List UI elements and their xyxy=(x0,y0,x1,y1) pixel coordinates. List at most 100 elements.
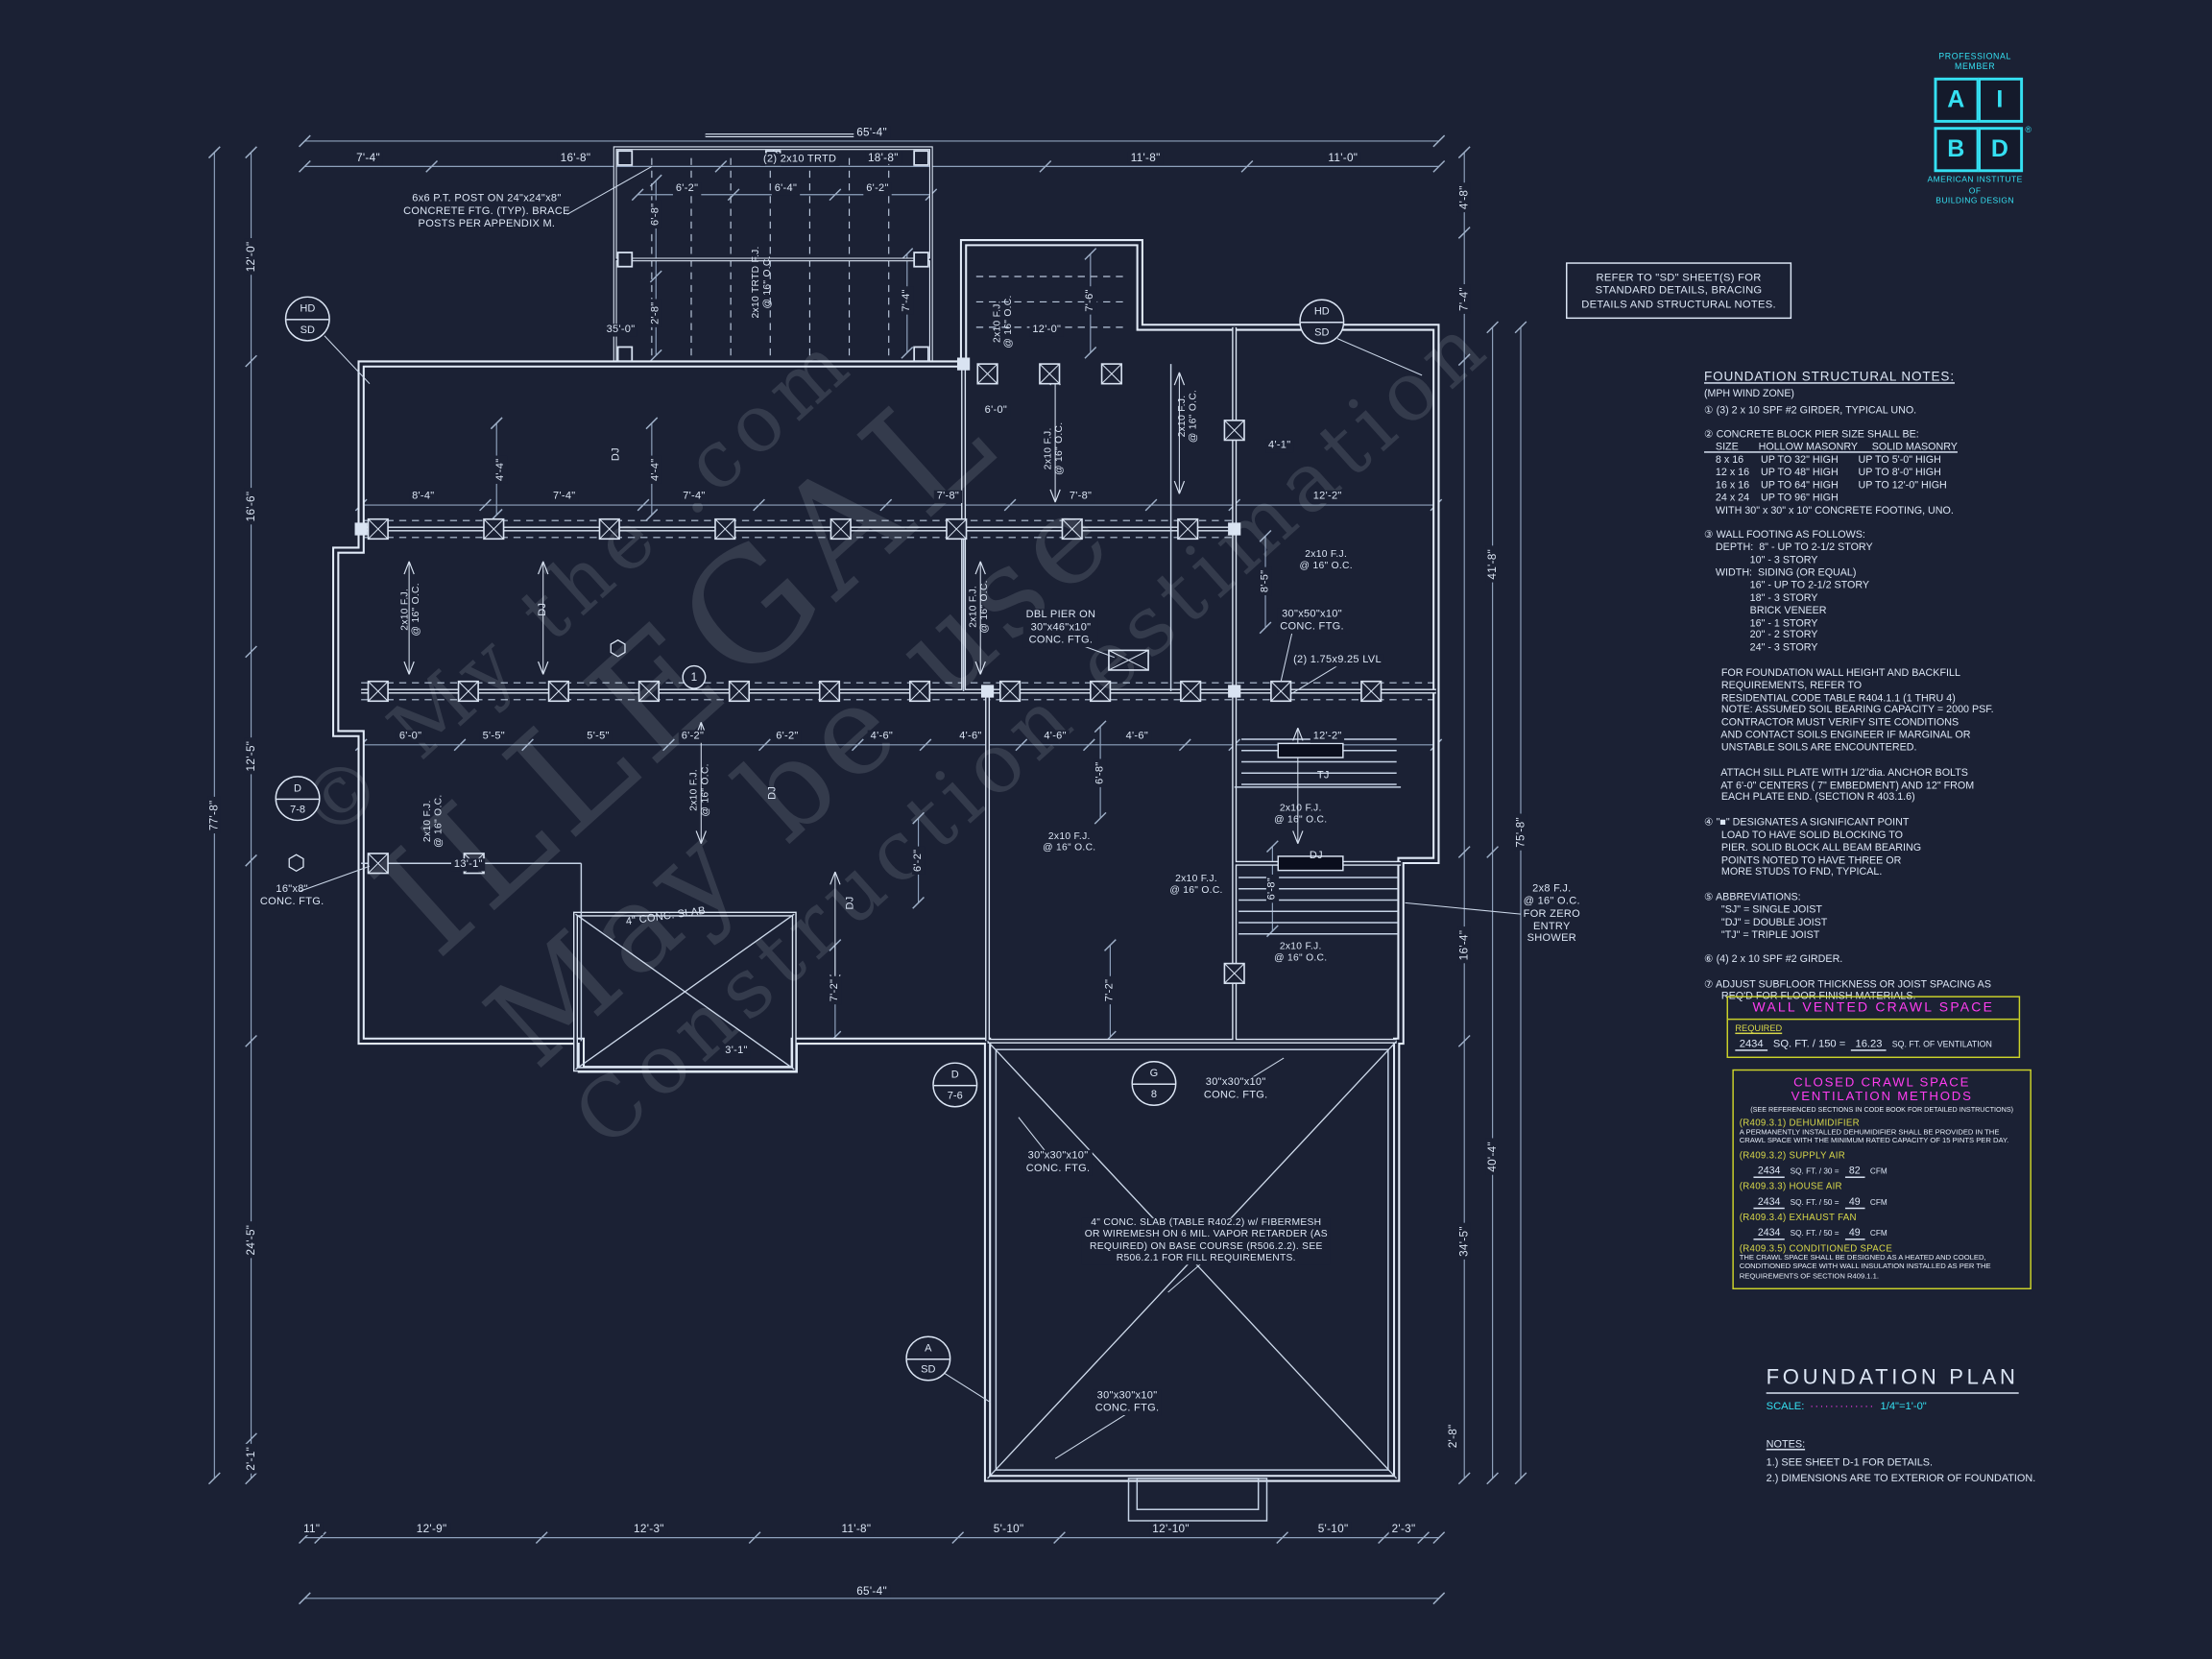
structural-note-line: BRICK VENEER xyxy=(1704,603,1827,616)
plan-label: 2x10 F.J. @ 16" O.C. xyxy=(422,794,445,848)
refer-line: STANDARD DETAILS, BRACING xyxy=(1595,284,1763,298)
scale-dots: ············· xyxy=(1810,1399,1875,1412)
plan-label: 11'-0" xyxy=(1325,151,1361,165)
structural-note-line: 24 x 24 UP TO 96" HIGH xyxy=(1704,491,1839,504)
calc-result-value: 49 xyxy=(1844,1225,1865,1240)
logo-member-word1: PROFESSIONAL xyxy=(1938,53,2011,62)
girder-callout-marker: 1 xyxy=(682,664,707,689)
ccs-title-line2: VENTILATION METHODS xyxy=(1791,1089,1973,1104)
plan-label: 13'-1" xyxy=(450,857,486,872)
structural-note-line: UNSTABLE SOILS ARE ENCOUNTERED. xyxy=(1704,740,1917,754)
plan-label: 4'-8" xyxy=(1457,182,1472,213)
plan-label: 18'-8" xyxy=(865,151,902,165)
plan-label: 6'-2" xyxy=(773,729,802,743)
plan-label: 2x10 F.J. @ 16" O.C. xyxy=(1177,389,1199,444)
refer-line: DETAILS AND STRUCTURAL NOTES. xyxy=(1581,297,1776,311)
plan-label: 6'-0" xyxy=(396,729,425,743)
plan-label: 2'-3" xyxy=(1388,1522,1419,1536)
logo-letter-a: A xyxy=(1933,78,1979,124)
vent-result-suffix: SQ. FT. OF VENTILATION xyxy=(1891,1041,1992,1050)
vent-result-value: 16.23 xyxy=(1851,1037,1887,1051)
plan-label: 6'-8" xyxy=(1093,758,1107,787)
structural-note-line: 18" - 3 STORY xyxy=(1704,590,1818,604)
plan-label: 6'-2" xyxy=(911,846,926,875)
marker-top-text: D xyxy=(276,778,320,800)
plan-label: 7'-4" xyxy=(550,489,579,503)
plan-label: 16'-8" xyxy=(557,151,594,165)
structural-note-line: CONTRACTOR MUST VERIFY SITE CONDITIONS xyxy=(1704,715,1960,729)
plan-label: 2x10 F.J. @ 16" O.C. xyxy=(399,583,422,637)
structural-note-line: AND CONTACT SOILS ENGINEER IF MARGINAL O… xyxy=(1704,728,1971,741)
plan-label: 5'-10" xyxy=(990,1522,1027,1536)
logo-letter-blocks: A I B D xyxy=(1921,78,2029,173)
plan-label: 2x10 F.J. @ 16" O.C. xyxy=(1274,804,1328,826)
plan-label: 30"x30"x10" CONC. FTG. xyxy=(1200,1075,1271,1102)
calc-label: SQ. FT. / 50 = xyxy=(1790,1198,1839,1208)
ventilation-section-body: A PERMANENTLY INSTALLED DEHUMIDIFIER SHA… xyxy=(1739,1128,2009,1146)
logo-letter-d: D xyxy=(1977,127,2023,173)
plan-label: (2) 1.75x9.25 LVL xyxy=(1290,653,1384,667)
vent-calc-row: 2434 SQ. FT. / 150 = 16.23 SQ. FT. OF VE… xyxy=(1735,1037,2011,1051)
plan-label: 7'-6" xyxy=(1083,286,1097,315)
plan-label: 12'-0" xyxy=(1029,323,1065,337)
plan-label: DJ xyxy=(843,896,856,910)
plan-label: 7'-8" xyxy=(933,489,963,503)
plan-label: 7'-4" xyxy=(353,151,383,165)
scale-label: SCALE: xyxy=(1766,1399,1805,1412)
plan-label: 2x10 TRTD F.J. @ 16" O.C. xyxy=(751,246,774,319)
plan-label: 16"x8" CONC. FTG. xyxy=(259,881,325,907)
plan-label: 2x8 F.J. @ 16" O.C. FOR ZERO ENTRY SHOWE… xyxy=(1523,881,1580,945)
structural-note-line: FOR FOUNDATION WALL HEIGHT AND BACKFILL xyxy=(1704,665,1960,679)
plan-label: 4" CONC. SLAB xyxy=(625,903,707,928)
foundation-structural-notes: FOUNDATION STRUCTURAL NOTES: (MPH WIND Z… xyxy=(1704,370,2023,1003)
plan-label: 4'-6" xyxy=(956,729,985,743)
plan-label: DJ xyxy=(609,447,622,462)
calc-label: SQ. FT. / 50 = xyxy=(1790,1229,1839,1238)
plan-label: 2x10 F.J. @ 16" O.C. xyxy=(993,295,1015,349)
structural-note-line: 24" - 3 STORY xyxy=(1704,640,1818,654)
plan-label: 12'-0" xyxy=(244,238,258,276)
logo-org-name: AMERICAN INSTITUTE OF BUILDING DESIGN xyxy=(1921,177,2029,207)
structural-note-line: 16" - 1 STORY xyxy=(1704,615,1818,629)
structural-note-line: DEPTH: 8" - UP TO 2-1/2 STORY xyxy=(1704,541,1873,554)
plan-label: 4" CONC. SLAB (TABLE R402.2) w/ FIBERMES… xyxy=(1081,1217,1331,1265)
plan-label: 4'-1" xyxy=(1265,439,1294,452)
plan-label: 16'-6" xyxy=(244,488,258,525)
structural-note-line: 10" - 3 STORY xyxy=(1704,553,1818,566)
plan-label: 2'-1" xyxy=(244,1443,258,1474)
structural-note-line: NOTE: ASSUMED SOIL BEARING CAPACITY = 20… xyxy=(1704,703,1994,716)
plan-label: 7'-4" xyxy=(680,489,709,503)
logo-org-line2: OF xyxy=(1968,186,1982,196)
plan-label: 2x10 F.J. @ 16" O.C. xyxy=(689,763,711,817)
structural-note-line: SIZE HOLLOW MASONRY SOLID MASONRY xyxy=(1704,440,1958,454)
plan-label: TJ xyxy=(1316,768,1330,781)
plan-label: 12'-2" xyxy=(1310,489,1345,503)
ventilation-section-heading: (R409.3.4) EXHAUST FAN xyxy=(1739,1213,1857,1223)
ccs-subtitle: (SEE REFERENCED SECTIONS IN CODE BOOK FO… xyxy=(1750,1107,2014,1115)
plan-label: 77'-8" xyxy=(207,797,222,834)
plan-label: 7'-2" xyxy=(828,975,842,1005)
structural-note-line: REQUIREMENTS, REFER TO xyxy=(1704,678,1863,691)
structural-note-line: "DJ" = DOUBLE JOIST xyxy=(1704,915,1828,928)
vent-table-title: WALL VENTED CRAWL SPACE xyxy=(1727,998,2019,1021)
structural-note-line: 8 x 16 UP TO 32" HIGH UP TO 5'-0" HIGH xyxy=(1704,453,1941,467)
structural-note-line: ② CONCRETE BLOCK PIER SIZE SHALL BE: xyxy=(1704,427,1919,442)
refer-line: REFER TO "SD" SHEET(S) FOR xyxy=(1596,271,1762,284)
plan-label: 2x10 F.J. @ 16" O.C. xyxy=(1274,942,1328,964)
plan-label: 6'-8" xyxy=(648,200,662,228)
plan-label: DJ xyxy=(765,785,779,800)
marker-bottom-text: 7-6 xyxy=(947,1089,963,1102)
vent-required-label: REQUIRED xyxy=(1735,1023,1783,1035)
ventilation-section-heading: (R409.3.3) HOUSE AIR xyxy=(1739,1181,1842,1192)
ventilation-section-heading: (R409.3.1) DEHUMIDIFIER xyxy=(1739,1118,1860,1129)
plan-label: 65'-4" xyxy=(854,126,890,140)
marker-top-text: A xyxy=(906,1337,950,1359)
ventilation-section-heading: (R409.3.2) SUPPLY AIR xyxy=(1739,1150,1846,1161)
plan-label: 16'-4" xyxy=(1457,926,1472,964)
